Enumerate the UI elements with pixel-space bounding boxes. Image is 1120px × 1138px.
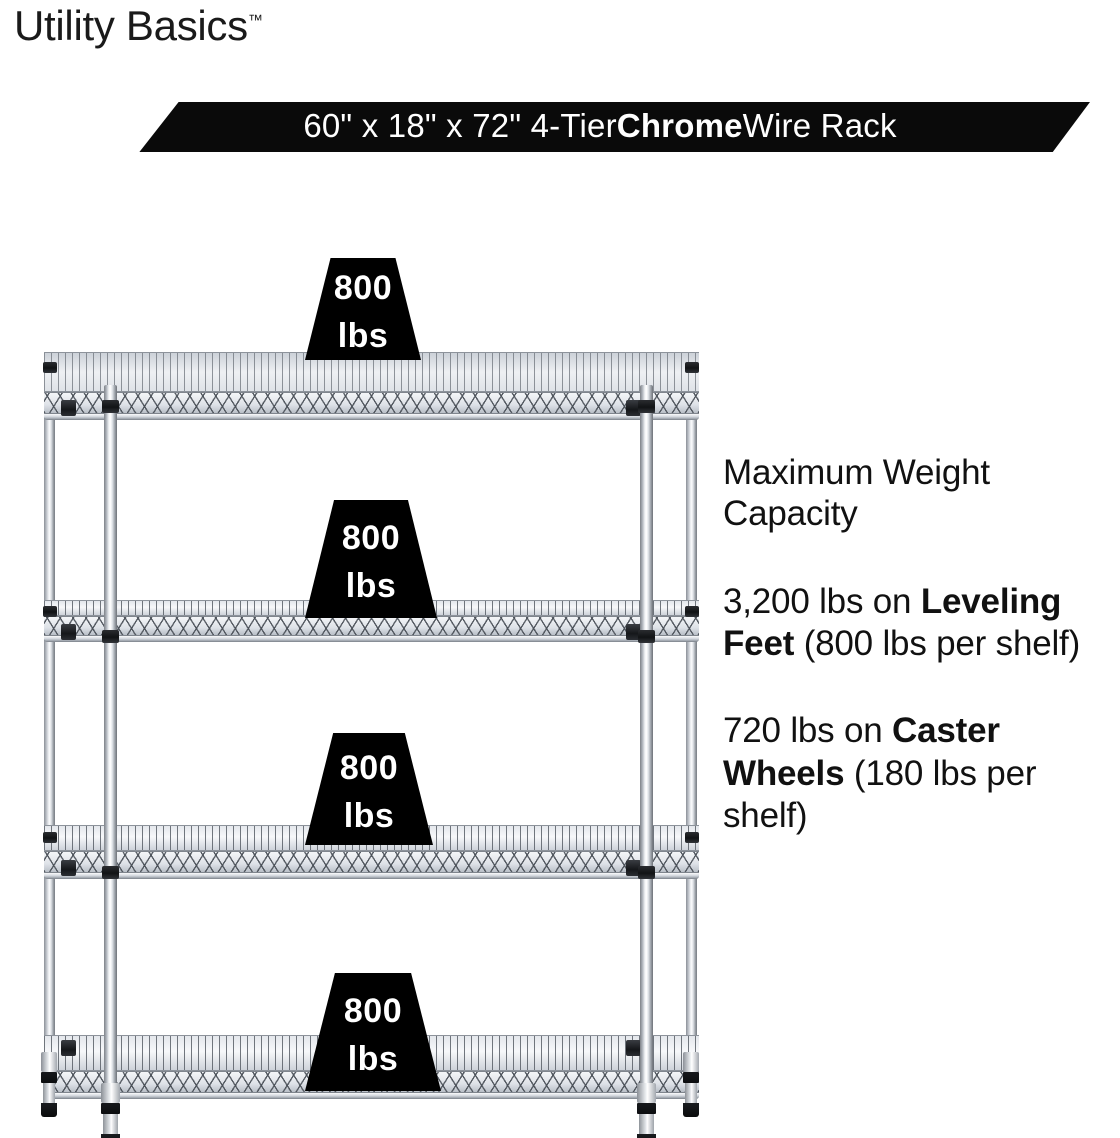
wire-rack-illustration: 800 lbs 800 lbs 800 lbs 800 lbs [0,240,720,1138]
leveling-feet-emphasis: Leveling Feet [723,581,1062,664]
title-banner: 60" x 18" x 72" 4-Tier Chrome Wire Rack [110,102,1090,152]
rear-left-collar-3 [43,832,57,843]
caster-wheels-tail: (180 lbs per shelf) [723,753,1037,836]
shelf-4-bracket-right [626,1040,641,1056]
title-prefix: 60" x 18" x 72" 4-Tier [303,107,617,144]
front-right-post [640,385,653,1095]
leveling-foot-front-left [101,1083,120,1138]
foot-stem [103,1114,118,1134]
weight-badge-value: 800 [343,992,403,1031]
leveling-foot-rear-left [41,1052,57,1117]
rear-right-collar-3 [685,832,699,843]
title-suffix: Wire Rack [742,107,897,144]
rear-left-collar-1 [43,362,57,373]
caster-wheels-emphasis: Caster Wheels [723,710,1000,793]
capacity-leveling-feet: 3,200 lbs on Leveling Feet (800 lbs per … [723,581,1120,666]
shelf-1-bracket-right [626,400,641,416]
shelf-2-bracket-right [626,624,641,640]
leveling-foot-rear-right [683,1052,699,1117]
shelf-4-bracket-left [61,1040,76,1056]
weight-badge-unit: lbs [337,317,389,355]
front-left-collar-3 [102,866,119,879]
weight-badge-shelf-3: 800 lbs [305,733,433,845]
weight-badge-unit: lbs [347,1040,399,1078]
front-right-collar-2 [638,630,655,643]
rear-right-collar-1 [685,362,699,373]
rear-right-collar-2 [685,606,699,617]
foot-tip [101,1134,120,1138]
trademark-symbol: ™ [247,12,263,29]
shelf-3-bracket-left [61,860,76,876]
foot-tip [683,1103,699,1117]
weight-badge-shelf-4: 800 lbs [305,973,441,1091]
shelf-4-lip [44,1093,699,1099]
caster-wheels-lead: 720 lbs on [723,710,893,750]
rear-right-post [686,352,697,1064]
front-right-collar-1 [638,400,655,413]
foot-tip [41,1103,57,1117]
weight-badge-shelf-2: 800 lbs [305,500,437,618]
front-right-collar-3 [638,866,655,879]
foot-stem [639,1114,654,1134]
brand-logo: Utility Basics™ [14,2,263,49]
shelf-3-bracket-right [626,860,641,876]
weight-badge-shelf-1: 800 lbs [305,258,421,360]
shelf-1-truss [44,392,699,414]
weight-badge-value: 800 [341,519,401,558]
shelf-2-truss [44,616,699,636]
shelf-1 [44,352,699,424]
shelf-2-bracket-left [61,624,76,640]
shelf-1-lip [44,414,699,420]
foot-tip [637,1134,656,1138]
rear-left-post [44,352,55,1064]
shelf-3-truss [44,851,699,873]
weight-badge-value: 800 [339,749,399,788]
foot-sleeve [101,1083,120,1103]
weight-badge-unit: lbs [345,567,397,605]
front-left-collar-2 [102,630,119,643]
foot-sleeve [637,1083,656,1103]
foot-band [637,1103,656,1114]
foot-band [101,1103,120,1114]
title-banner-background [139,102,1090,152]
title-banner-text: 60" x 18" x 72" 4-Tier Chrome Wire Rack [110,102,1090,152]
foot-sleeve [41,1052,57,1072]
foot-band [41,1072,57,1083]
leveling-feet-lead: 3,200 lbs on [723,581,921,621]
weight-capacity-info: Maximum Weight Capacity 3,200 lbs on Lev… [723,452,1120,838]
weight-badge-unit: lbs [343,797,395,835]
weight-badge-value: 800 [333,269,393,308]
title-emphasis: Chrome [616,107,743,144]
front-left-post [104,385,117,1095]
rear-left-collar-2 [43,606,57,617]
shelf-3-lip [44,873,699,879]
leveling-foot-front-right [637,1083,656,1138]
shelf-1-bracket-left [61,400,76,416]
foot-band [683,1072,699,1083]
brand-name: Utility Basics [14,2,248,49]
foot-stem [43,1083,55,1103]
foot-stem [685,1083,697,1103]
leveling-feet-tail: (800 lbs per shelf) [794,624,1081,664]
foot-sleeve [683,1052,699,1072]
front-left-collar-1 [102,400,119,413]
capacity-caster-wheels: 720 lbs on Caster Wheels (180 lbs per sh… [723,710,1120,838]
capacity-heading: Maximum Weight Capacity [723,453,990,534]
shelf-2-lip [44,636,699,642]
